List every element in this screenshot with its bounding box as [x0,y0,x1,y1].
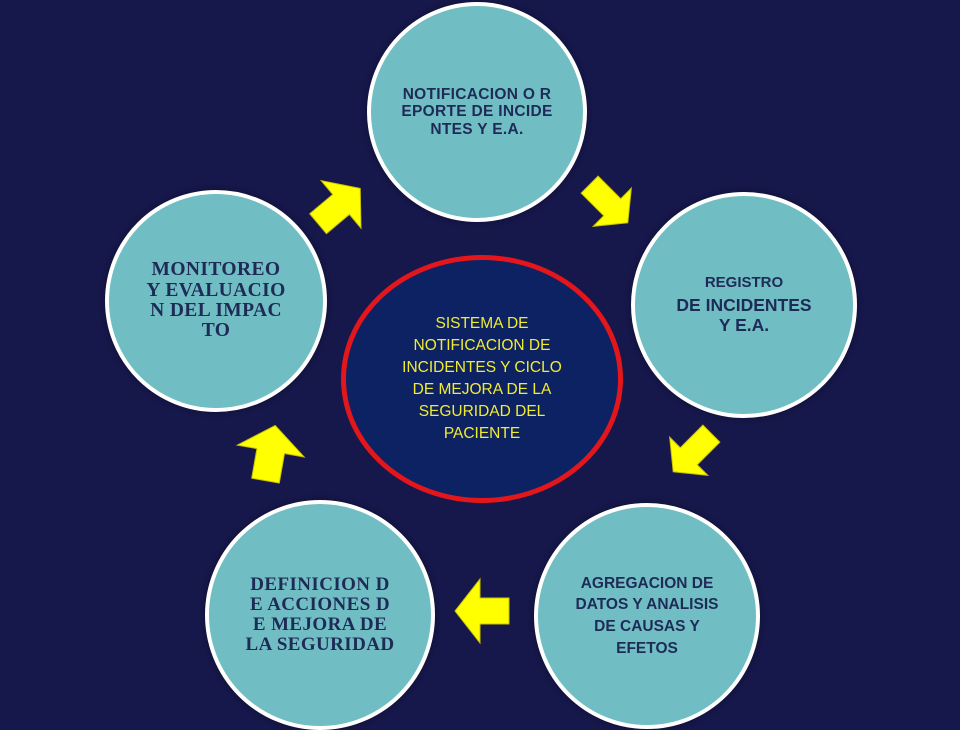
arrow-monitoreo-to-notificacion [309,179,362,235]
node-registro: REGISTRO DE INCIDENTES Y E.A. [631,192,857,418]
node-notificacion-label: NOTIFICACION O REPORTE DE INCIDENTES Y E… [401,85,553,138]
node-definicion-label: DEFINICION DE ACCIONES DE MEJORA DE LA S… [245,574,395,655]
node-agregacion: AGREGACION DE DATOS Y ANALISIS DE CAUSAS… [534,503,760,729]
node-monitoreo-label: MONITOREO Y EVALUACION DEL IMPACTO [146,259,286,342]
node-notificacion: NOTIFICACION O REPORTE DE INCIDENTES Y E… [367,2,587,222]
arrow-notificacion-to-registro [580,175,632,227]
node-registro-label-top: REGISTRO [704,273,784,291]
arrow-agregacion-to-definicion [454,577,510,645]
node-agregacion-label: AGREGACION DE DATOS Y ANALISIS DE CAUSAS… [575,574,719,657]
node-registro-label: REGISTRO DE INCIDENTES Y E.A. [669,273,819,336]
node-monitoreo: MONITOREO Y EVALUACION DEL IMPACTO [105,190,327,412]
center-node-label: SISTEMA DE NOTIFICACION DE INCIDENTES Y … [402,315,562,442]
node-definicion: DEFINICION DE ACCIONES DE MEJORA DE LA S… [205,500,435,730]
node-registro-label-bottom: DE INCIDENTES Y E.A. [676,295,812,335]
center-node: SISTEMA DE NOTIFICACION DE INCIDENTES Y … [341,255,623,503]
arrow-definicion-to-monitoreo [235,424,306,484]
arrow-registro-to-agregacion [669,424,721,476]
